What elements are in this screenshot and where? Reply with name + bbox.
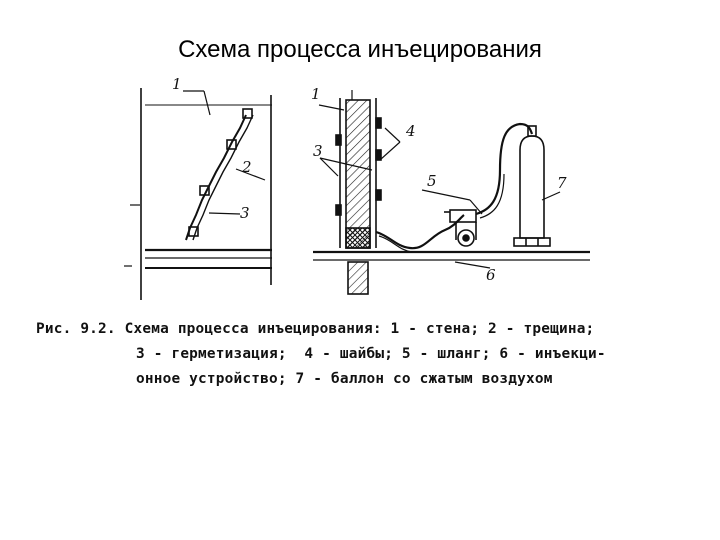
slide-title: Схема процесса инъецирования bbox=[178, 36, 542, 63]
right-label-hose: 5 bbox=[427, 172, 437, 190]
foundation bbox=[347, 261, 369, 295]
wall-base bbox=[345, 227, 371, 249]
right-label-cylinder: 7 bbox=[557, 174, 567, 192]
right-label-washers: 4 bbox=[405, 122, 416, 140]
right-label-wall: 1 bbox=[311, 85, 321, 103]
right-label-sealing: 3 bbox=[313, 142, 323, 160]
injection-device bbox=[444, 209, 477, 247]
washer bbox=[242, 108, 253, 119]
washer bbox=[226, 139, 237, 150]
caption-line-1: Рис. 9.2. Схема процесса инъецирования: … bbox=[36, 321, 595, 337]
wall-section bbox=[345, 99, 371, 249]
washer bbox=[188, 226, 199, 237]
figure-caption: Рис. 9.2. Схема процесса инъецирования: … bbox=[36, 317, 686, 392]
air-cylinder bbox=[513, 125, 551, 247]
left-label-wall: 1 bbox=[172, 75, 182, 93]
caption-line-3: онное устройство; 7 - баллон со сжатым в… bbox=[136, 371, 553, 387]
left-sketch bbox=[124, 88, 272, 300]
left-label-sealing: 3 bbox=[240, 204, 250, 222]
right-sketch bbox=[313, 90, 590, 295]
seal-line bbox=[192, 114, 254, 241]
washer bbox=[199, 185, 210, 196]
crack-line bbox=[185, 114, 247, 241]
left-label-crack: 2 bbox=[241, 158, 252, 176]
right-label-injector: 6 bbox=[486, 266, 496, 284]
air-hose bbox=[475, 122, 534, 216]
caption-line-2: 3 - герметизация; 4 - шайбы; 5 - шланг; … bbox=[136, 346, 606, 362]
